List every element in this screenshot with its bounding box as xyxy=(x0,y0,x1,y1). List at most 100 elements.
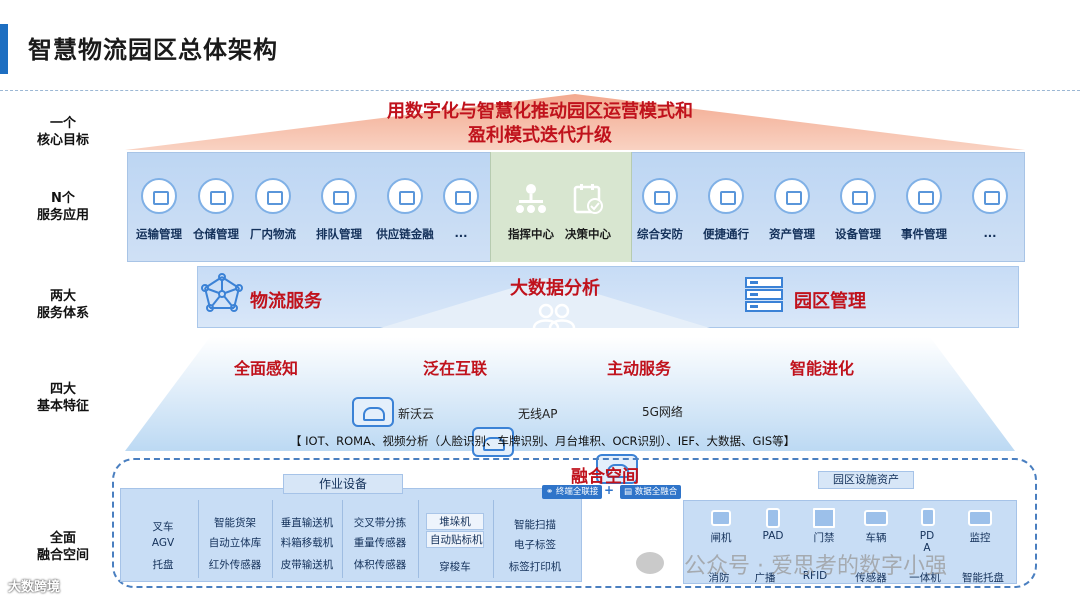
device-label: 垂直输送机 xyxy=(280,517,334,529)
network-label: 5G网络 xyxy=(642,405,683,419)
device-label: 自动立体库 xyxy=(208,537,262,549)
device-label: 穿梭车 xyxy=(439,561,471,573)
wifi-cloud-icon xyxy=(472,427,514,457)
network-label: 新沃云 xyxy=(398,407,435,421)
asset-label: 一体机 xyxy=(909,572,941,584)
service-item: 排队管理 xyxy=(304,178,374,242)
briefcase-icon xyxy=(198,178,234,214)
camera-icon xyxy=(968,510,992,526)
row-label-systems: 两大 服务体系 xyxy=(20,288,106,322)
briefcase-icon xyxy=(972,178,1008,214)
device-label: AGV xyxy=(151,537,175,549)
service-item: ... xyxy=(426,178,496,240)
network-icon xyxy=(201,273,243,312)
asset-label: 智能托盘 xyxy=(962,572,1004,584)
operation-equipment-header: 作业设备 xyxy=(283,474,403,494)
operation-equipment-panel xyxy=(120,488,582,582)
service-item: 设备管理 xyxy=(823,178,893,242)
asset-label: PAD xyxy=(762,530,784,542)
briefcase-icon xyxy=(708,178,744,214)
device-label: 叉车 xyxy=(152,521,174,533)
service-label: 指挥中心 xyxy=(508,227,554,241)
service-label: 决策中心 xyxy=(565,227,611,241)
service-label: ... xyxy=(454,226,468,240)
building-icon xyxy=(813,508,835,528)
column-divider xyxy=(272,500,273,578)
device-label: 重量传感器 xyxy=(353,537,407,549)
data-fusion-badge: ▤ 数据全融合 xyxy=(620,485,682,499)
device-label: 交叉带分拣 xyxy=(353,517,407,529)
cloud-icon xyxy=(352,397,394,427)
service-item: 事件管理 xyxy=(889,178,959,242)
row-label-goal: 一个 核心目标 xyxy=(20,115,106,149)
row-label-features-line2: 基本特征 xyxy=(36,399,89,414)
feature-intelligent-evolution: 智能进化 xyxy=(790,359,855,378)
device-label: 标签打印机 xyxy=(508,561,562,573)
briefcase-icon xyxy=(642,178,678,214)
briefcase-icon xyxy=(840,178,876,214)
row-label-features-line1: 四大 xyxy=(49,382,76,397)
briefcase-icon xyxy=(906,178,942,214)
watermark-text: 公众号 · 爱思考的数字小强 xyxy=(684,554,947,579)
asset-label-extra: A xyxy=(923,542,931,554)
row-label-services: N个 服务应用 xyxy=(20,190,106,224)
service-label: 便捷通行 xyxy=(703,227,749,241)
service-item: ... xyxy=(955,178,1025,240)
device-label-highlighted: 堆垛机 xyxy=(426,513,484,530)
wechat-icon xyxy=(636,552,664,574)
title-accent-bar xyxy=(0,24,8,74)
row-label-services-line2: 服务应用 xyxy=(36,208,89,223)
server-icon xyxy=(745,277,783,312)
service-label: 供应链金融 xyxy=(376,227,434,241)
service-item: 厂内物流 xyxy=(238,178,308,242)
service-item-command: 指挥中心 xyxy=(496,182,566,242)
technology-list: 【 IOT、ROMA、视频分析（人脸识别、车牌识别、月台堆积、OCR识别）、IE… xyxy=(290,434,796,448)
row-label-systems-line1: 两大 xyxy=(49,289,76,304)
asset-label: 闸机 xyxy=(710,532,732,544)
feature-perception: 全面感知 xyxy=(234,359,299,378)
asset-label: RFID xyxy=(802,570,828,582)
terminal-connect-badge: ⚭ 终端全联接 xyxy=(542,485,603,499)
row-label-systems-line2: 服务体系 xyxy=(36,306,89,321)
device-label-highlighted: 自动贴标机 xyxy=(426,531,484,548)
briefcase-icon xyxy=(443,178,479,214)
briefcase-icon xyxy=(255,178,291,214)
service-label: ... xyxy=(983,226,997,240)
service-label: 厂内物流 xyxy=(250,227,296,241)
corner-watermark: 大数跨境 xyxy=(8,580,61,595)
row-label-fusion-line2: 融合空间 xyxy=(36,548,89,563)
row-label-goal-line1: 一个 xyxy=(49,116,76,131)
service-label: 事件管理 xyxy=(901,227,947,241)
row-label-fusion-line1: 全面 xyxy=(49,531,76,546)
column-divider xyxy=(493,500,494,578)
device-label: 智能扫描 xyxy=(514,519,556,531)
row-label-fusion: 全面 融合空间 xyxy=(20,530,106,564)
tablet-icon xyxy=(766,508,780,528)
fusion-space-frame xyxy=(112,458,1037,588)
service-item-decision: 决策中心 xyxy=(553,182,623,242)
data-fusion-label: 数据全融合 xyxy=(634,487,678,497)
service-label: 排队管理 xyxy=(316,227,362,241)
device-label: 体积传感器 xyxy=(353,559,407,571)
logistics-service-label: 物流服务 xyxy=(250,291,322,312)
goal-triangle xyxy=(125,94,1025,150)
fusion-space-title: 融合空间 xyxy=(571,467,639,487)
device-label: 智能货架 xyxy=(214,517,256,529)
core-goal-line1: 用数字化与智慧化推动园区运营模式和 xyxy=(387,101,693,122)
service-item: 仓储管理 xyxy=(181,178,251,242)
service-item: 供应链金融 xyxy=(370,178,440,242)
device-label: 红外传感器 xyxy=(208,559,262,571)
asset-label: 消防 xyxy=(708,572,730,584)
service-label: 综合安防 xyxy=(637,227,683,241)
asset-label: 监控 xyxy=(969,532,991,544)
pda-icon xyxy=(921,508,935,526)
asset-label: 广播 xyxy=(754,572,776,584)
service-item: 便捷通行 xyxy=(691,178,761,242)
feature-interconnection: 泛在互联 xyxy=(423,359,488,378)
park-assets-header: 园区设施资产 xyxy=(818,471,914,489)
briefcase-icon xyxy=(774,178,810,214)
services-center-panel xyxy=(490,152,632,262)
park-assets-panel xyxy=(683,500,1017,584)
device-label: 料箱移载机 xyxy=(280,537,334,549)
service-item: 综合安防 xyxy=(625,178,695,242)
